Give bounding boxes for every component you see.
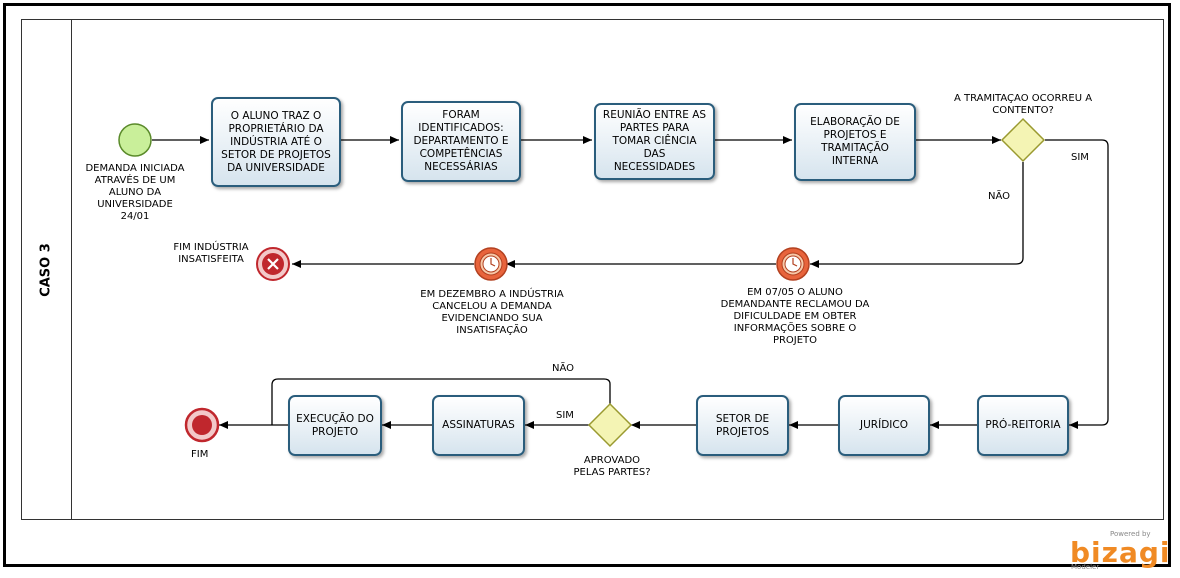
- gateway-2-yes-label: SIM: [556, 410, 574, 421]
- gateway-2-label: APROVADO PELAS PARTES?: [573, 455, 651, 478]
- timer-event-2: [474, 247, 508, 281]
- task-pro-reitoria[interactable]: PRÓ-REITORIA: [977, 395, 1069, 456]
- bizagi-modeler-text: Modeler: [1071, 563, 1100, 571]
- flow-g2-no: [271, 378, 611, 425]
- timer-event-1: [776, 247, 810, 281]
- flow-g1-yes: [1045, 139, 1109, 429]
- timer-event-1-label: EM 07/05 O ALUNO DEMANDANTE RECLAMOU DA …: [720, 287, 870, 346]
- gateway-1-yes-label: SIM: [1071, 152, 1089, 163]
- error-end-event: [256, 247, 290, 281]
- gateway-1-no-label: NÃO: [988, 191, 1011, 202]
- start-event: [118, 123, 152, 157]
- pool-header: [21, 19, 72, 520]
- timer-event-2-label: EM DEZEMBRO A INDÚSTRIA CANCELOU A DEMAN…: [420, 289, 564, 336]
- gateway-1: [1000, 117, 1046, 163]
- gateway-2: [587, 402, 633, 448]
- end-event-label: FIM: [191, 449, 209, 460]
- pool: [21, 19, 1164, 520]
- bizagi-logo: bizagi: [1070, 536, 1171, 569]
- start-event-label: DEMANDA INICIADA ATRAVÉS DE UM ALUNO DA …: [85, 163, 185, 222]
- flow-g1-no: [810, 162, 1024, 268]
- gateway-1-label: A TRAMITAÇAO OCORREU A CONTENTO?: [953, 93, 1093, 116]
- gateway-2-no-label: NÃO: [552, 363, 575, 374]
- end-event: [184, 407, 220, 443]
- task-reuniao[interactable]: REUNIÃO ENTRE AS PARTES PARA TOMAR CIÊNC…: [594, 103, 715, 180]
- task-assinaturas[interactable]: ASSINATURAS: [432, 395, 525, 456]
- diagram-frame: [3, 3, 1171, 567]
- task-aluno-traz-proprietario[interactable]: O ALUNO TRAZ O PROPRIETÁRIO DA INDÚSTRIA…: [211, 97, 341, 187]
- powered-by-text: Powered by: [1110, 530, 1151, 538]
- task-juridico[interactable]: JURÍDICO: [838, 395, 930, 456]
- error-end-event-label: FIM INDÚSTRIA INSATISFEITA: [173, 242, 249, 265]
- task-identificados[interactable]: FORAM IDENTIFICADOS: DEPARTAMENTO E COMP…: [401, 101, 521, 182]
- task-setor-de-projetos[interactable]: SETOR DE PROJETOS: [696, 395, 789, 456]
- task-elaboracao[interactable]: ELABORAÇÃO DE PROJETOS E TRAMITAÇÃO INTE…: [794, 103, 916, 181]
- task-execucao-do-projeto[interactable]: EXECUÇÃO DO PROJETO: [288, 395, 382, 456]
